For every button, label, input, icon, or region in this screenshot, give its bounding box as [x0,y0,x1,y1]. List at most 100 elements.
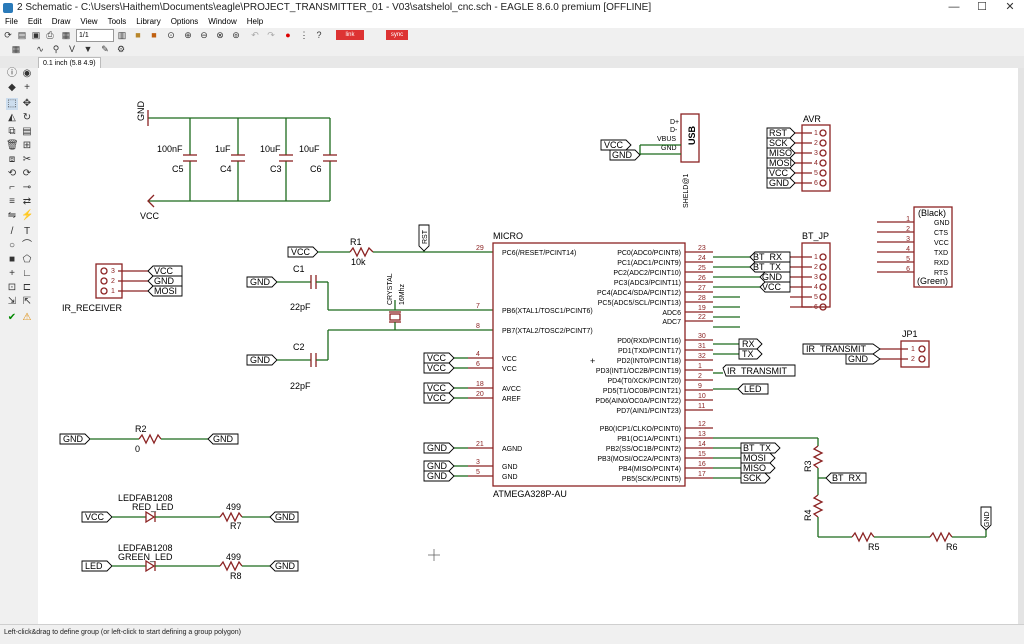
ftdi-pin-name: VCC [934,240,949,247]
menu-tools[interactable]: Tools [107,17,127,26]
replace-icon[interactable]: ⧈ [8,154,16,165]
grid-icon[interactable]: ▦ [11,44,21,54]
paste-icon[interactable]: ▤ [22,126,32,137]
eagle-app-icon [3,3,13,13]
add-icon[interactable]: ⊞ [22,140,32,151]
help-icon[interactable]: ? [316,30,322,40]
ftdi-pin-name: CTS [934,230,948,237]
red-led-circuit: LEDFAB1208 RED_LED VCC GND 499 R7 [81,493,299,531]
cam-icon[interactable]: ▥ [117,30,127,40]
micro-right-pin-num: 17 [698,471,706,478]
invoke-icon[interactable]: ≡ [9,196,15,207]
bus-icon[interactable]: + [9,268,15,279]
value-icon[interactable]: V [68,44,75,54]
net-icon[interactable]: ∿ [36,44,44,54]
micro-right-nets: RX TX IR_TRANSMIT LED BT_TX MOSI MISO SC… [713,256,819,484]
rotate-icon[interactable]: ↻ [22,112,32,123]
menu-library[interactable]: Library [136,17,161,26]
attribute-icon[interactable]: ✎ [101,44,109,54]
label-icon[interactable]: ⊏ [22,282,32,293]
menu-view[interactable]: View [80,17,98,26]
resistor-divider: GND BT_RX R3 R4 R5 R6 [803,445,992,552]
filter-icon[interactable]: ▼ [83,44,93,54]
design-link-icon[interactable]: link [336,30,364,40]
gateswap-icon[interactable]: ⇄ [22,196,32,207]
menu-options[interactable]: Options [170,17,199,26]
board-icon[interactable]: ▦ [61,30,71,40]
pinswap-icon[interactable]: ⇋ [7,210,17,221]
menu-help[interactable]: Help [246,17,264,26]
layers-icon[interactable]: ◆ [8,82,16,93]
go-icon[interactable]: ⋮ [299,30,309,40]
zoom-fit-icon[interactable]: ⊙ [167,30,175,40]
micro-left-pin-num: 8 [476,323,480,330]
undo-icon[interactable]: ↶ [251,30,259,40]
text-icon[interactable]: T [23,226,31,237]
zoom-redraw-icon[interactable]: ⊗ [216,30,224,40]
rect-icon[interactable]: ■ [8,254,16,265]
schematic-canvas[interactable]: .w { stroke:#1c6b1c; stroke-width:1.3; f… [38,68,1018,624]
net-tool-icon[interactable]: ∟ [22,268,32,279]
mirror-icon[interactable]: ◭ [8,112,16,123]
micro-left-net-box [423,442,455,454]
show-icon[interactable]: ◉ [22,68,32,79]
polygon-icon[interactable]: ⬠ [22,254,32,265]
attribute-tool-icon[interactable]: ⇲ [7,296,17,307]
open-file-icon[interactable]: ▤ [17,30,27,40]
avr-pin-num: 2 [814,140,818,147]
split-icon[interactable]: ⟳ [22,168,32,179]
zoom-select-icon[interactable]: ⊚ [232,30,240,40]
micro-left-pin-name: AREF [502,396,521,403]
maximize-button[interactable]: ☐ [977,1,987,13]
avr-pin-num: 3 [814,150,818,157]
zoom-in-icon[interactable]: ⊕ [184,30,192,40]
copy-icon[interactable]: ⧉ [8,126,16,137]
miter-icon[interactable]: ⌐ [9,182,15,193]
menu-window[interactable]: Window [208,17,237,26]
save-icon[interactable]: ▣ [31,30,41,40]
micro-left-pin-name: AGND [502,446,522,453]
dimension-icon[interactable]: ⇱ [22,296,32,307]
junction-icon[interactable]: ⊡ [7,282,17,293]
usb-connector: USB D+ D- VBUS GND VCC GND SHELD@1 [600,113,700,208]
delete-icon[interactable]: 🗑 [6,140,19,151]
warning-icon[interactable]: ⚠ [22,312,32,323]
led-net-label: LED [744,384,762,394]
move-icon[interactable]: ✥ [22,98,32,109]
circle-icon[interactable]: ○ [8,240,16,251]
erc-icon[interactable]: ✔ [7,312,17,323]
print-icon[interactable]: ⎙ [46,30,54,40]
gear-icon[interactable]: ⚙ [116,44,126,54]
coordinate-tab[interactable]: 0.1 inch (5.8 4.9) [38,57,101,69]
script-icon[interactable]: ■ [151,30,157,40]
optimize-icon[interactable]: ⊸ [22,182,32,193]
sheet-select[interactable]: 1/1 [76,29,114,42]
fusion-sync-icon[interactable]: sync [386,30,408,40]
miso-net-label: MISO [743,463,766,473]
ulp-icon[interactable]: ■ [135,30,141,40]
smash-icon[interactable]: ⟲ [7,168,17,179]
group-icon[interactable]: ⬚ [6,98,18,110]
stop-icon[interactable]: ● [285,30,291,40]
arc-icon[interactable]: ⌒ [22,240,32,251]
info-icon[interactable]: ⓘ [7,68,17,79]
micro-left-net-box [423,362,455,374]
search-icon[interactable]: ⚲ [52,44,60,54]
value-tool-icon[interactable]: ⚡ [21,210,34,221]
vertical-scrollbar[interactable] [1018,68,1024,624]
r2-gnd-left: GND [63,434,84,444]
close-button[interactable]: ✕ [1005,1,1015,13]
redo-icon[interactable]: ↷ [267,30,275,40]
menu-draw[interactable]: Draw [51,17,71,26]
minimize-button[interactable]: — [948,1,960,13]
c2-name: C2 [293,342,305,352]
open-icon[interactable]: ⟳ [4,30,12,40]
mark-icon[interactable]: + [24,82,30,93]
menu-edit[interactable]: Edit [27,17,42,26]
name-icon[interactable]: ✂ [22,154,32,165]
wire-icon[interactable]: / [10,226,14,237]
c4-value: 1uF [215,144,231,154]
zoom-out-icon[interactable]: ⊖ [200,30,208,40]
menu-file[interactable]: File [5,17,18,26]
